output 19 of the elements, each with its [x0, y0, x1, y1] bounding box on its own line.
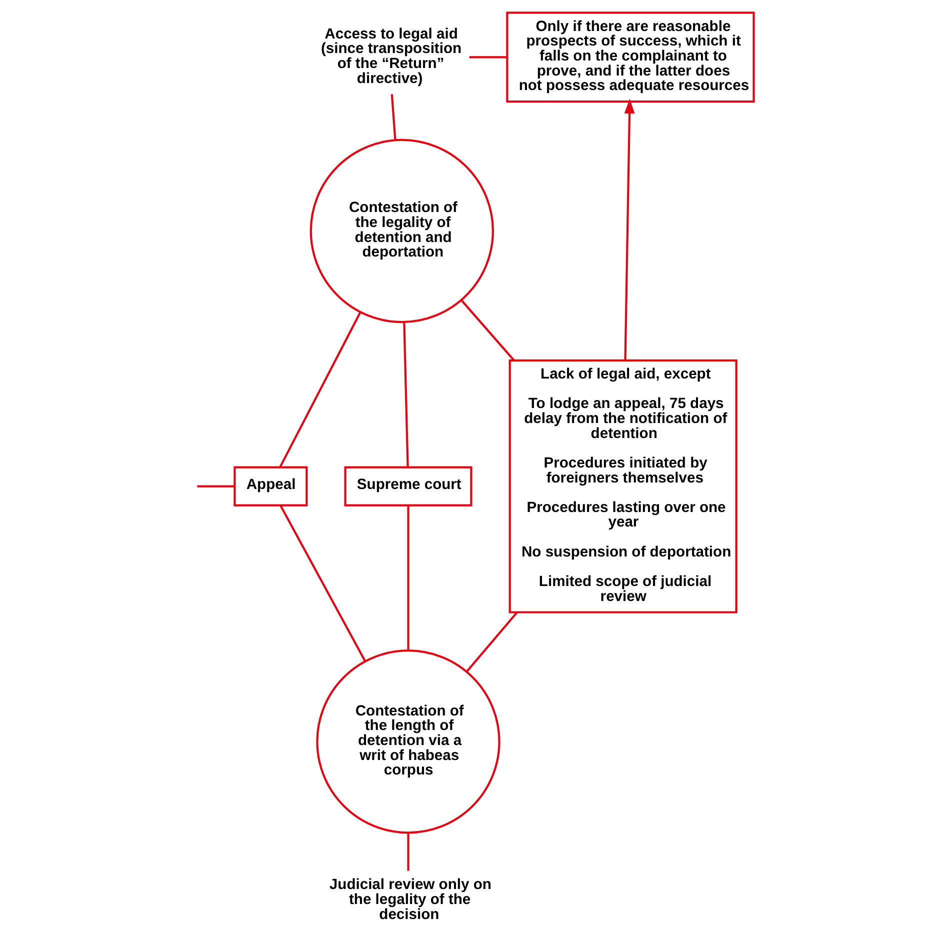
node-box: Appeal: [234, 466, 308, 506]
connector: [466, 612, 518, 672]
connector: [279, 312, 362, 468]
node-box: Lack of legal aid, except To lodge an appeal, 75 days delay from the notification of detention Procedures initiated by foreigners themselves Procedures lasting over one year No suspension of deportation Limited scope of judicial review: [508, 359, 738, 614]
connector: [403, 322, 409, 468]
connector: [460, 300, 515, 361]
connector: [407, 506, 410, 650]
arrow: [624, 98, 635, 360]
connector: [407, 833, 410, 871]
node-text: Judicial review only on the legality of the decision: [329, 877, 492, 923]
node-box: Supreme court: [344, 466, 472, 506]
connector: [280, 505, 366, 662]
node-text: Access to legal aid (since transposition of the “Return” directive): [320, 26, 462, 87]
node-circle: Contestation of the legality of detention and deportation: [310, 138, 494, 324]
connector: [469, 56, 508, 58]
connector: [197, 485, 235, 488]
node-box: Only if there are reasonable prospects of success, which it falls on the complainant to prove, and if the latter does not possess adequate resources: [506, 12, 755, 103]
connector: [390, 94, 396, 140]
node-circle: Contestation of the length of detention via a writ of habeas corpus: [316, 650, 500, 834]
